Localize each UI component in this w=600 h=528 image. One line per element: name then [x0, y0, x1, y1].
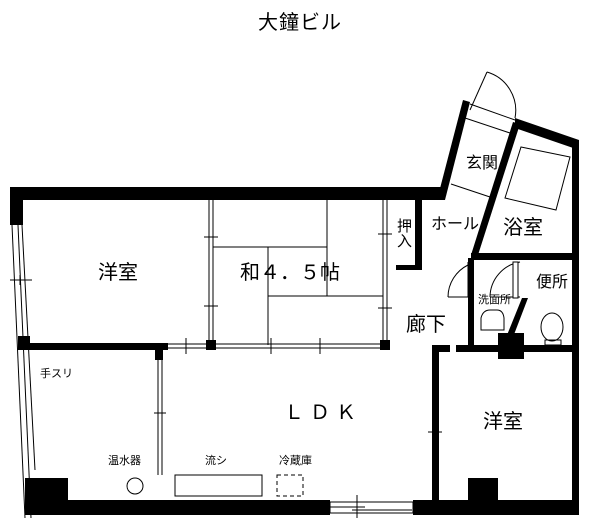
room-label-hall: ホール	[431, 214, 480, 233]
room-label-closet: 押入	[395, 218, 413, 248]
thin-lines	[10, 71, 571, 519]
room-label-corridor: 廊下	[406, 312, 446, 336]
walls	[10, 100, 579, 515]
room-label-washroom: 洗面所	[478, 293, 511, 306]
room-label-bathroom: 浴室	[503, 215, 543, 239]
room-label-western-left: 洋室	[98, 260, 138, 284]
room-label-ldk: ＬＤＫ	[284, 400, 362, 424]
fixture-label-handrail: 手スリ	[40, 367, 73, 380]
room-label-entrance: 玄関	[466, 153, 499, 172]
room-label-toilet: 便所	[536, 272, 569, 291]
building-title: 大鐘ビル	[258, 10, 342, 34]
room-label-western-right: 洋室	[483, 409, 523, 433]
fixture-label-water-heater: 温水器	[108, 454, 141, 467]
fixture-label-refrigerator: 冷蔵庫	[279, 454, 312, 467]
room-label-japanese: 和４．５帖	[240, 260, 340, 284]
fixture-label-sink: 流シ	[205, 454, 227, 467]
